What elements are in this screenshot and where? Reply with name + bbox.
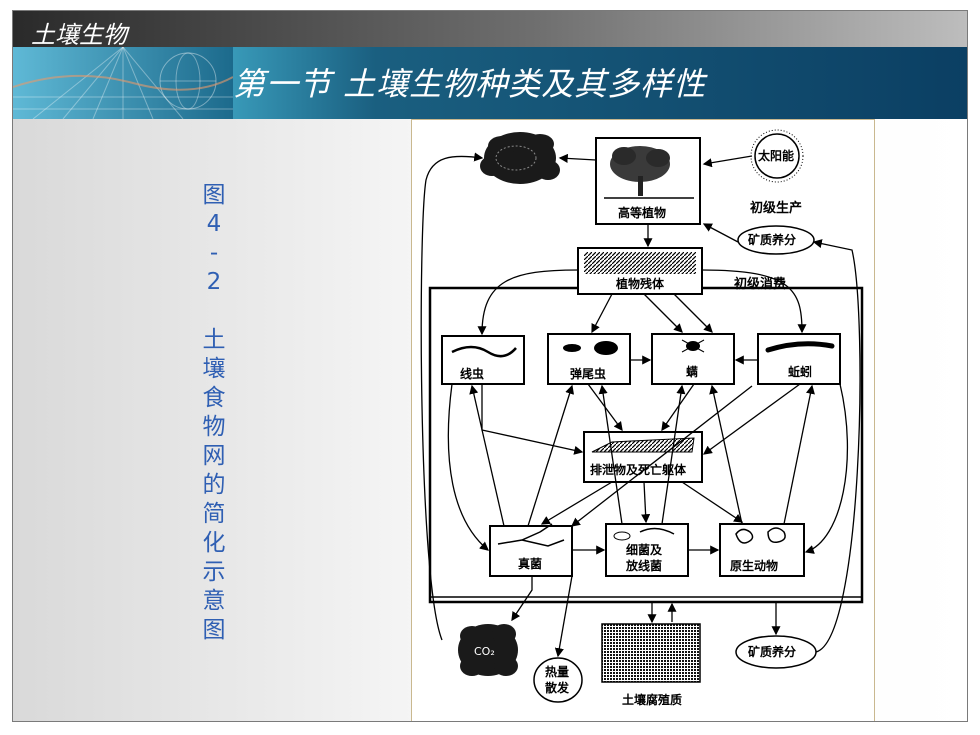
primary-consumption-label: 初级消费 <box>734 276 786 292</box>
earthworm-icon <box>765 341 835 353</box>
tree-icon <box>604 146 694 199</box>
humus-block <box>601 623 701 683</box>
header-bar: 土壤生物 <box>13 11 967 49</box>
caption-char: 图 <box>202 182 226 208</box>
caption-gap <box>189 297 239 326</box>
caption-char: 食 <box>202 385 226 411</box>
co2-cloud-top-icon <box>480 132 560 184</box>
springtail-label: 弹尾虫 <box>570 366 606 381</box>
fungi-label: 真菌 <box>518 556 542 571</box>
caption-char: 示 <box>202 559 226 585</box>
caption-char: 土 <box>202 327 226 353</box>
mite-icon <box>681 339 705 353</box>
caption-char: 化 <box>202 530 226 556</box>
nematode-label: 线虫 <box>460 366 484 381</box>
fungi-box <box>489 525 573 577</box>
protozoa-label: 原生动物 <box>730 558 778 573</box>
protozoa-icon <box>735 527 786 544</box>
caption-char: 2 <box>206 269 222 295</box>
banner-decoration <box>13 47 233 119</box>
flow-arrows <box>420 152 861 658</box>
earthworm-label: 蚯蚓 <box>788 364 812 379</box>
slide-frame: 土壤生物 第一节 <box>12 10 968 722</box>
header-title: 土壤生物 <box>31 21 127 49</box>
plant-residue-label: 植物残体 <box>615 276 665 291</box>
excreta-texture-icon <box>591 437 695 453</box>
higher-plants-label: 高等植物 <box>618 205 666 220</box>
food-web-figure: 太阳能 高等植物 初级生产 矿质养分 植物残体 <box>411 119 875 721</box>
co2-cloud-bottom-icon <box>458 624 518 676</box>
humus-label: 土壤腐殖质 <box>622 692 682 707</box>
mite-label: 螨 <box>686 364 698 379</box>
bacteria-label-line1: 细菌及 <box>626 542 663 557</box>
section-title: 第一节 土壤生物种类及其多样性 <box>233 65 707 103</box>
minerals-top-label: 矿质养分 <box>748 232 796 247</box>
title-banner: 第一节 土壤生物种类及其多样性 <box>13 47 967 119</box>
caption-char: 壤 <box>202 356 226 382</box>
caption-char: - <box>209 240 219 266</box>
heat-label-line1: 热量 <box>545 664 569 679</box>
heat-label-line2: 散发 <box>545 680 570 695</box>
springtail-icon <box>563 341 618 355</box>
caption-char: 简 <box>202 501 226 527</box>
co2-label: CO₂ <box>474 645 495 658</box>
bacteria-label-line2: 放线菌 <box>625 558 662 573</box>
caption-char: 4 <box>206 211 222 237</box>
bacteria-icon <box>613 527 675 541</box>
nematode-icon <box>451 345 517 358</box>
springtail-box <box>547 333 631 385</box>
caption-char: 物 <box>202 414 226 440</box>
caption-char: 意 <box>202 588 226 614</box>
primary-production-label: 初级生产 <box>750 200 802 216</box>
figure-caption: 图 4 - 2 土 壤 食 物 网 的 简 化 示 意 图 <box>189 181 239 645</box>
fungi-icon <box>497 523 565 547</box>
minerals-bottom-label: 矿质养分 <box>748 644 796 659</box>
protozoa-box <box>719 523 805 577</box>
caption-char: 图 <box>202 617 226 643</box>
caption-char: 网 <box>202 443 226 469</box>
nematode-box <box>441 335 525 385</box>
residue-texture-icon <box>584 252 696 274</box>
heat-node <box>533 657 583 703</box>
food-web-diagram: 太阳能 高等植物 初级生产 矿质养分 植物残体 <box>420 129 864 707</box>
caption-char: 的 <box>202 472 226 498</box>
sun-label: 太阳能 <box>758 148 794 163</box>
